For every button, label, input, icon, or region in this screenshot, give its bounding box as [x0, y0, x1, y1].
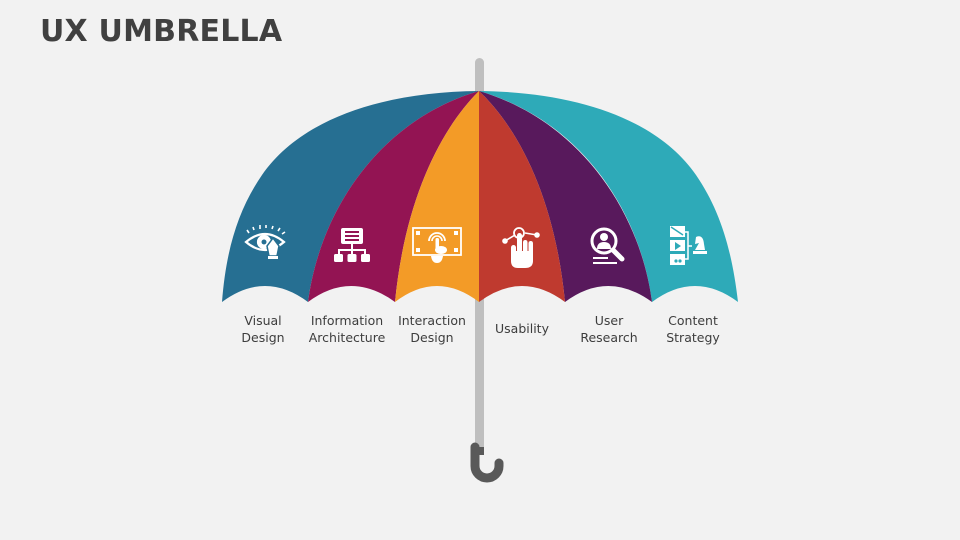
segment-usability[interactable]	[479, 91, 565, 302]
label-information-architecture: Information Architecture	[308, 313, 386, 345]
label-interaction-design: Interaction Design	[398, 313, 466, 345]
handle-joint	[475, 447, 484, 455]
hand-pointer-icon	[502, 227, 540, 268]
label-usability: Usability	[495, 321, 549, 336]
content-chess-icon	[670, 226, 707, 265]
segment-user-research[interactable]	[479, 91, 652, 302]
label-content-strategy: Content Strategy	[666, 313, 720, 345]
label-user-research: User Research	[580, 313, 638, 345]
sitemap-icon	[334, 228, 370, 262]
eye-pen-icon	[244, 225, 286, 259]
user-search-icon	[590, 227, 625, 264]
segment-visual-design[interactable]	[222, 91, 479, 302]
page-title: UX UMBRELLA	[40, 14, 283, 49]
touch-screen-icon	[412, 227, 462, 263]
label-visual-design: Visual Design	[241, 313, 285, 345]
umbrella-handle	[470, 442, 504, 483]
